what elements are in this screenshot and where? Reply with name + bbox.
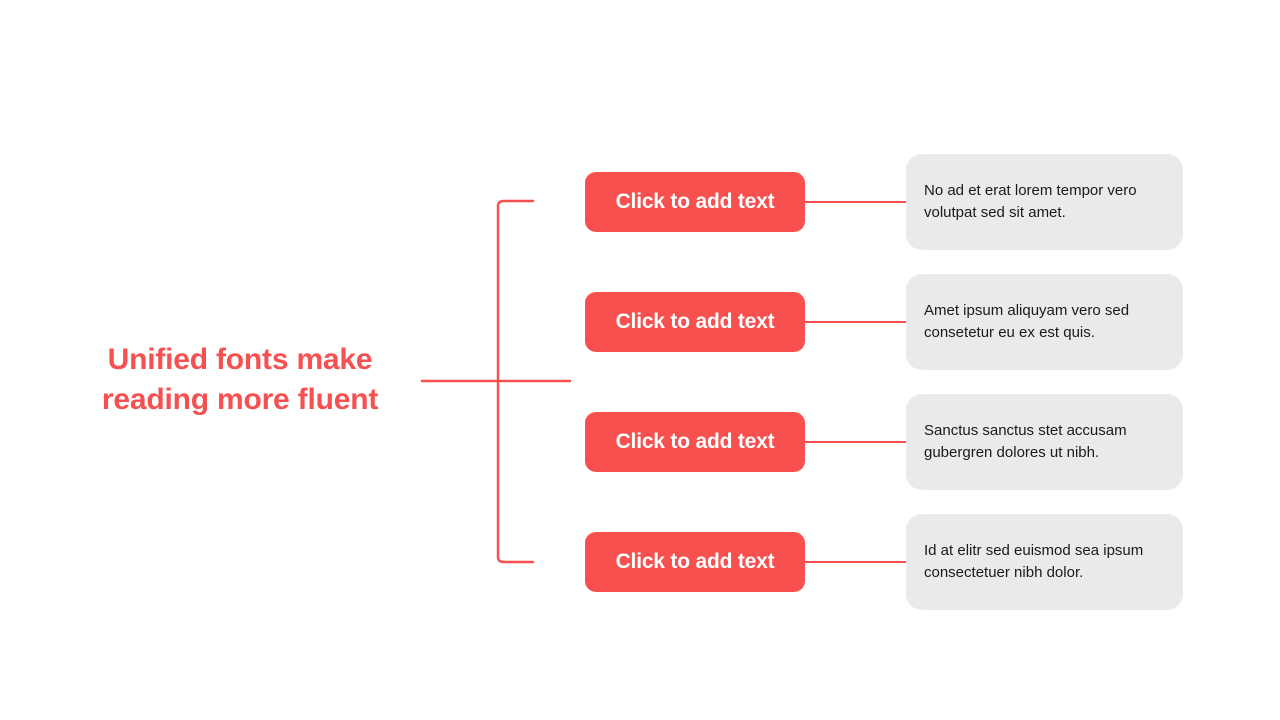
branch-button-3[interactable]: Click to add text <box>585 412 805 472</box>
branch-button-4[interactable]: Click to add text <box>585 532 805 592</box>
branch-elbow-4 <box>496 555 535 564</box>
branch-description-1[interactable]: No ad et erat lorem tempor vero volutpat… <box>906 154 1183 250</box>
branch-description-4[interactable]: Id at elitr sed euismod sea ipsum consec… <box>906 514 1183 610</box>
branch-description-3[interactable]: Sanctus sanctus stet accusam gubergren d… <box>906 394 1183 490</box>
branch-elbow-1 <box>496 199 535 208</box>
branch-description-2-text: Amet ipsum aliquyam vero sed consetetur … <box>924 302 1130 341</box>
branch-description-1-text: No ad et erat lorem tempor vero volutpat… <box>924 182 1137 221</box>
root-title[interactable]: Unified fonts make reading more fluent <box>101 343 379 416</box>
branch-description-3-text: Sanctus sanctus stet accusam gubergren d… <box>924 422 1127 461</box>
branch-button-2[interactable]: Click to add text <box>585 292 805 352</box>
branch-button-1[interactable]: Click to add text <box>585 172 805 232</box>
branch-description-4-text: Id at elitr sed euismod sea ipsum consec… <box>924 542 1144 581</box>
branch-description-2[interactable]: Amet ipsum aliquyam vero sed consetetur … <box>906 274 1183 370</box>
